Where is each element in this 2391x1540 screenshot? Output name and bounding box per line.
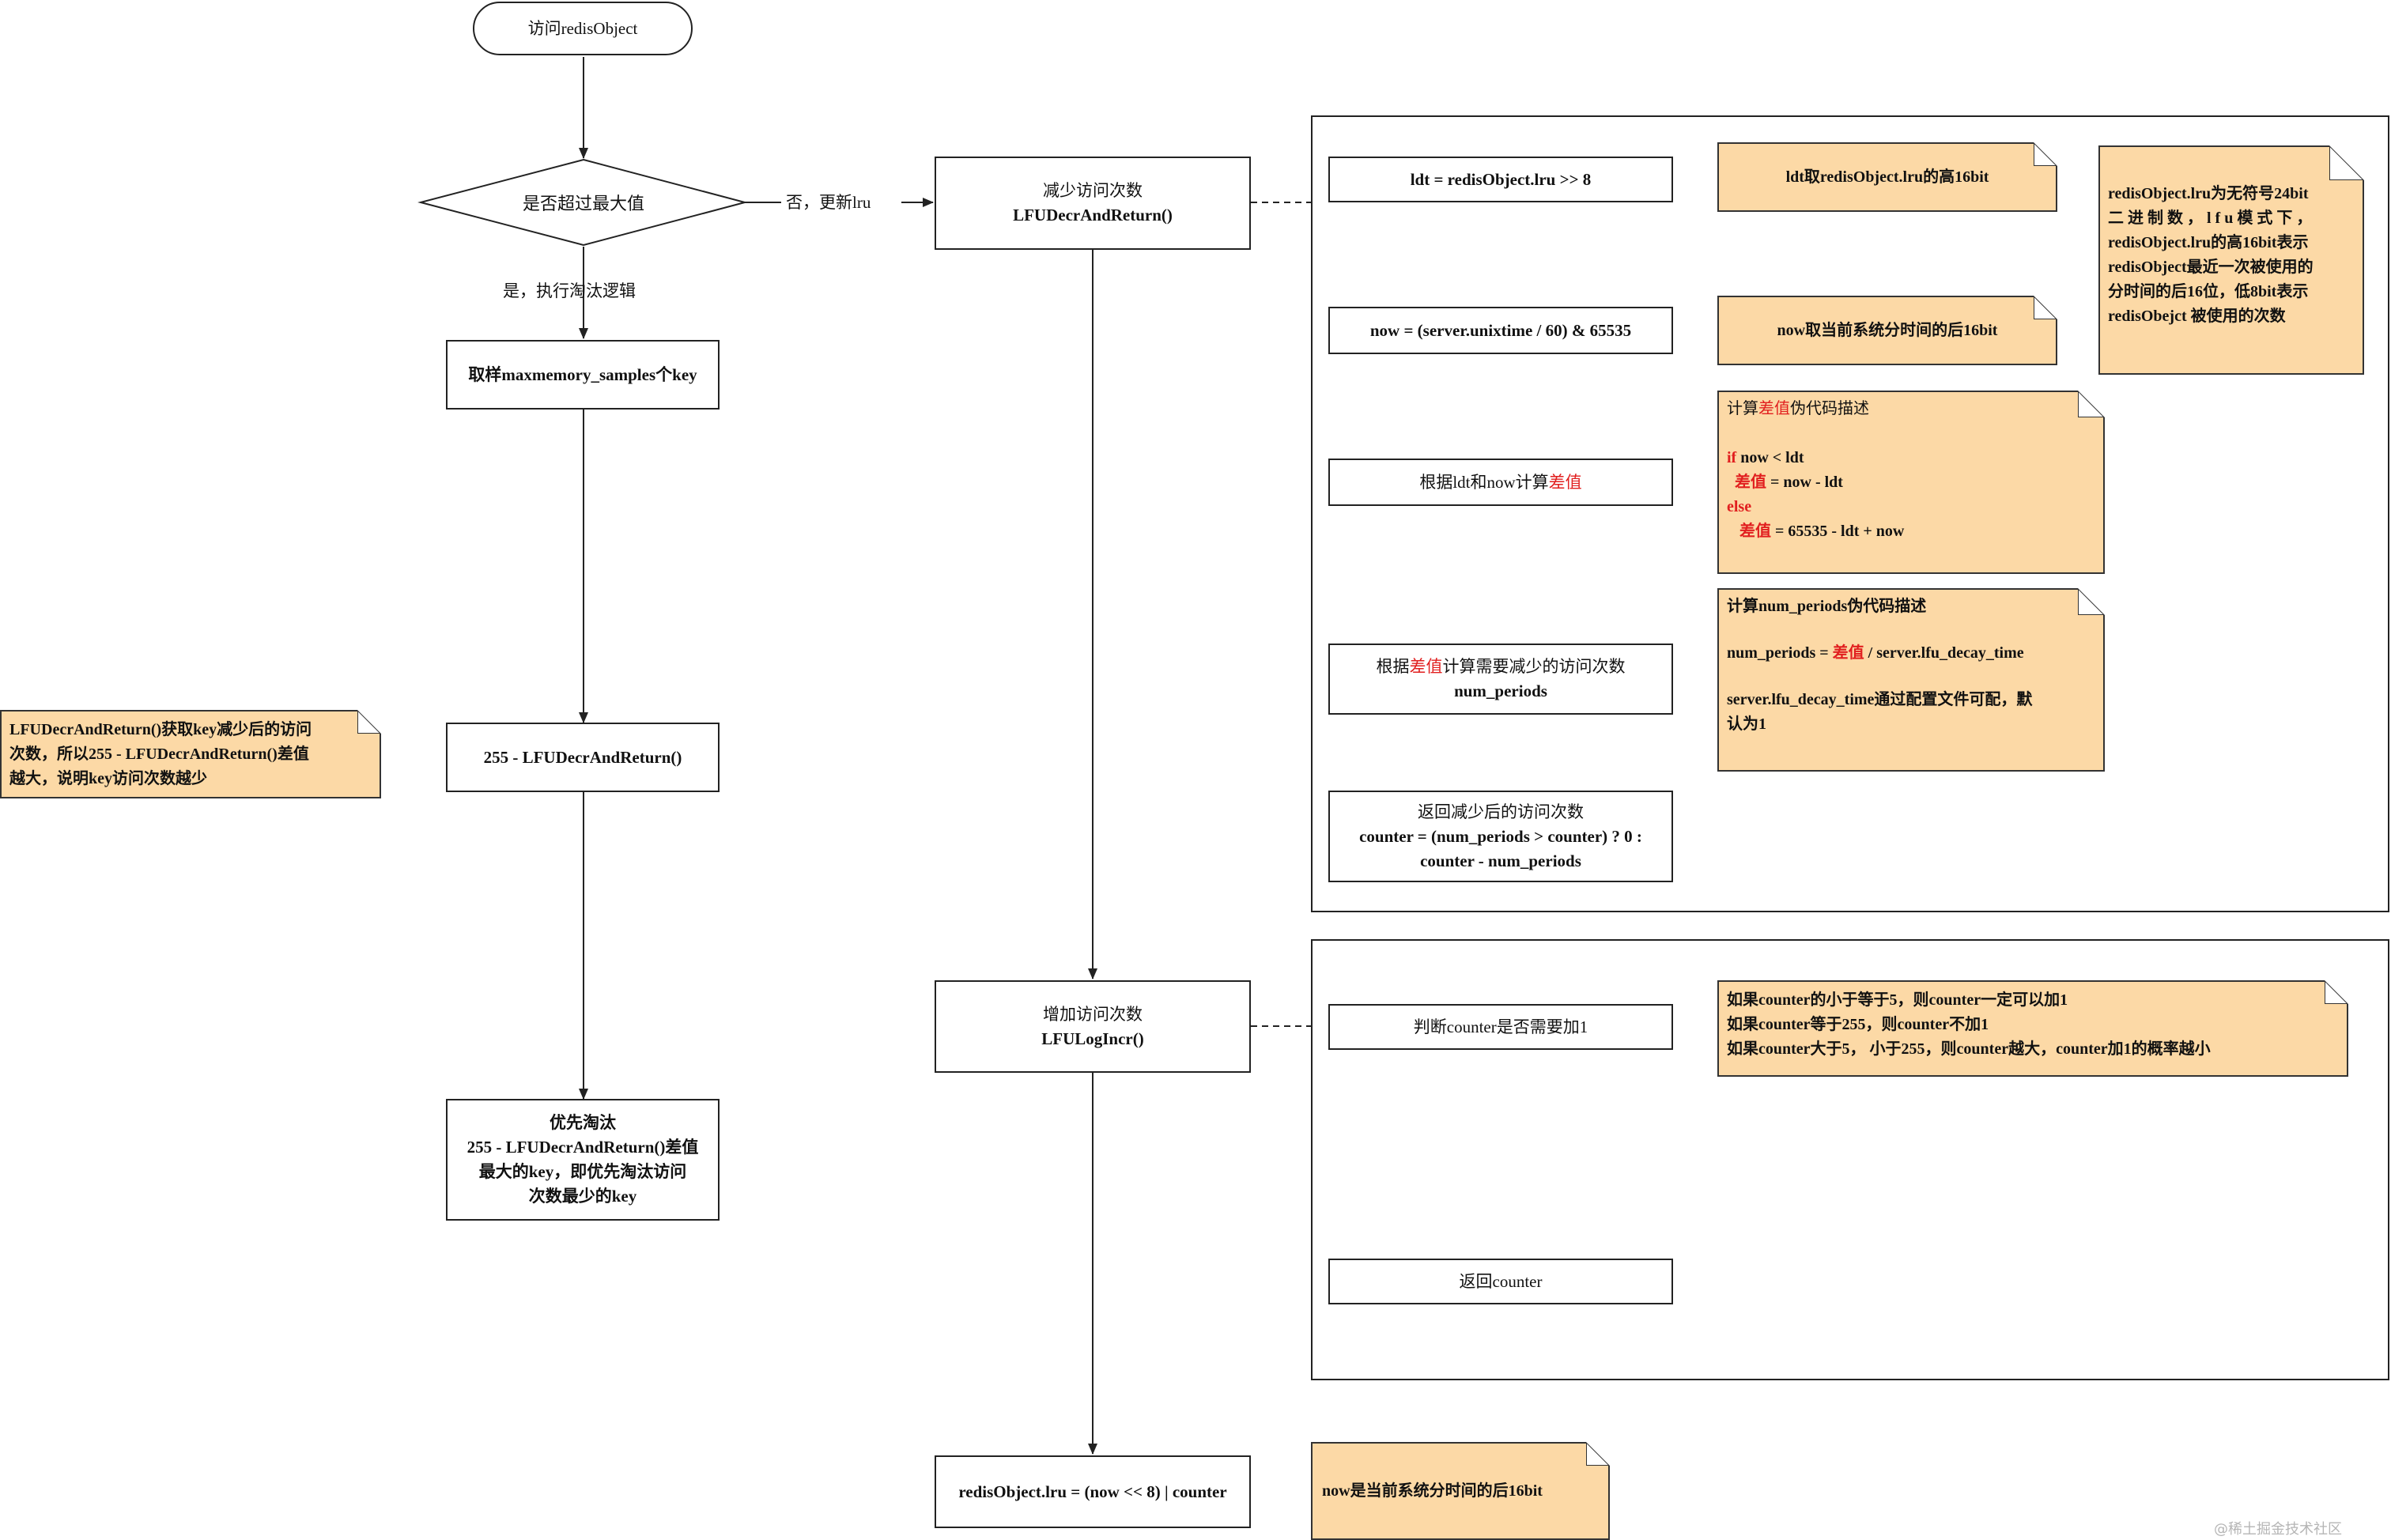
lru-note-line-6: redisObejct 被使用的次数 (2108, 308, 2286, 325)
periods-red: 差值 (1409, 657, 1443, 676)
note-fold-icon (2329, 145, 2364, 180)
diff-note-line-2: 差值 = 65535 - ldt + now (1727, 519, 2095, 544)
periods-note-l1-post: / server.lfu_decay_time (1864, 644, 2024, 662)
diff-step: 根据ldt和now计算差值 (1328, 459, 1673, 506)
ldt-note: ldt取redisObject.lru的高16bit (1717, 142, 2057, 212)
compute-255-label: 255 - LFUDecrAndReturn() (483, 747, 682, 767)
return-counter-label: 返回counter (1459, 1271, 1543, 1291)
diff-note-l2-post: = 65535 - ldt + now (1771, 523, 1905, 540)
yes-branch-label: 是，执行淘汰逻辑 (503, 281, 636, 300)
note-fold-icon (2034, 142, 2057, 166)
diff-note-title: 计算差值伪代码描述 (1727, 397, 2095, 421)
no-branch-label: 否，更新lru (786, 193, 871, 212)
return-decr-line-3: counter - num_periods (1420, 851, 1581, 870)
lru-note: redisObject.lru为无符号24bit 二 进 制 数 ， l f u… (2098, 145, 2364, 375)
now-note-text: now取当前系统分时间的后16bit (1777, 321, 1998, 339)
left-note: LFUDecrAndReturn()获取key减少后的访问 次数，所以255 -… (0, 710, 381, 798)
incr-note: 如果counter的小于等于5，则counter一定可以加1 如果counter… (1717, 980, 2348, 1077)
periods-step-line-2: num_periods (1454, 681, 1547, 700)
final-node: redisObject.lru = (now << 8) | counter (935, 1455, 1251, 1528)
periods-note-line-3: 认为1 (1727, 715, 1766, 733)
evict-line-4: 次数最少的key (528, 1187, 637, 1206)
note-fold-icon (1586, 1442, 1610, 1466)
evict-node: 优先淘汰 255 - LFUDecrAndReturn()差值 最大的key，即… (446, 1099, 720, 1221)
diff-note-if: if now < ldt (1727, 446, 2095, 470)
periods-step-line-1: 根据差值计算需要减少的访问次数 (1377, 655, 1626, 679)
note-fold-icon (357, 710, 381, 734)
evict-line-2: 255 - LFUDecrAndReturn()差值 (466, 1138, 699, 1157)
lru-note-line-5: 分时间的后16位，低8bit表示 (2108, 283, 2309, 300)
decr-node: 减少访问次数 LFUDecrAndReturn() (935, 157, 1251, 250)
now-step: now = (server.unixtime / 60) & 65535 (1328, 307, 1673, 354)
note-fold-icon (2034, 296, 2057, 319)
diff-step-red: 差值 (1548, 472, 1582, 492)
lru-note-line-1: redisObject.lru为无符号24bit (2108, 185, 2309, 202)
periods-note-l1-pre: num_periods = (1727, 644, 1833, 662)
diff-note-title-post: 伪代码描述 (1790, 400, 1869, 417)
diff-note-else: else (1727, 495, 2095, 519)
return-decr-step: 返回减少后的访问次数 counter = (num_periods > coun… (1328, 791, 1673, 882)
start-label: 访问redisObject (527, 18, 638, 38)
periods-note-line-1: num_periods = 差值 / server.lfu_decay_time (1727, 641, 2095, 666)
decision-label: 是否超过最大值 (522, 194, 644, 213)
periods-post: 计算需要减少的访问次数 (1442, 657, 1626, 676)
incr-line-2: LFULogIncr() (1041, 1029, 1144, 1048)
return-decr-line-1: 返回减少后的访问次数 (1418, 802, 1584, 821)
diff-note-l2-red: 差值 (1739, 523, 1771, 540)
watermark: @稀土掘金技术社区 (2214, 1521, 2342, 1538)
diff-note-l1-red: 差值 (1735, 474, 1766, 491)
check-counter-step: 判断counter是否需要加1 (1328, 1004, 1673, 1050)
note-fold-icon (2078, 391, 2105, 417)
decision-diamond (417, 158, 748, 247)
lru-note-line-4: redisObject最近一次被使用的 (2108, 259, 2314, 276)
now-note: now取当前系统分时间的后16bit (1717, 296, 2057, 365)
decr-line-2: LFUDecrAndReturn() (1013, 206, 1173, 225)
note-fold-icon (2325, 980, 2348, 1004)
diff-note-l1-post: = now - ldt (1766, 474, 1843, 491)
incr-line-1: 增加访问次数 (1043, 1004, 1143, 1024)
lru-note-line-2: 二 进 制 数 ， l f u 模 式 下 ， (2108, 209, 2313, 227)
evict-line-1: 优先淘汰 (550, 1113, 616, 1132)
evict-line-3: 最大的key，即优先淘汰访问 (478, 1162, 687, 1181)
periods-note-line-2: server.lfu_decay_time通过配置文件可配，默 (1727, 691, 2033, 708)
note-fold-icon (2078, 588, 2105, 615)
lru-note-line-3: redisObject.lru的高16bit表示 (2108, 234, 2309, 251)
incr-note-line-3: 如果counter大于5， 小于255，则counter越大，counter加1… (1727, 1040, 2211, 1058)
return-counter-step: 返回counter (1328, 1259, 1673, 1304)
diff-note: 计算差值伪代码描述 if now < ldt 差值 = now - ldt el… (1717, 391, 2105, 574)
start-node: 访问redisObject (473, 2, 693, 55)
sample-node: 取样maxmemory_samples个key (446, 340, 720, 410)
periods-note-l1-red: 差值 (1832, 644, 1864, 662)
diff-note-title-red: 差值 (1758, 400, 1790, 417)
return-decr-line-2: counter = (num_periods > counter) ? 0 : (1359, 826, 1642, 846)
left-note-line-2: 次数，所以255 - LFUDecrAndReturn()差值 (9, 745, 309, 763)
else-keyword: else (1727, 498, 1752, 515)
compute-255-node: 255 - LFUDecrAndReturn() (446, 723, 720, 792)
final-label: redisObject.lru = (now << 8) | counter (958, 1481, 1227, 1501)
check-counter-label: 判断counter是否需要加1 (1413, 1017, 1588, 1036)
final-note: now是当前系统分时间的后16bit (1311, 1442, 1610, 1540)
ldt-step: ldt = redisObject.lru >> 8 (1328, 157, 1673, 202)
left-note-line-3: 越大，说明key访问次数越少 (9, 770, 207, 787)
diff-step-label: 根据ldt和now计算差值 (1419, 470, 1581, 495)
diff-step-pre: 根据ldt和now计算 (1419, 472, 1549, 492)
final-note-text: now是当前系统分时间的后16bit (1322, 1481, 1543, 1500)
periods-note: 计算num_periods伪代码描述 num_periods = 差值 / se… (1717, 588, 2105, 772)
periods-step: 根据差值计算需要减少的访问次数 num_periods (1328, 644, 1673, 715)
ldt-note-text: ldt取redisObject.lru的高16bit (1785, 168, 1989, 186)
now-step-label: now = (server.unixtime / 60) & 65535 (1369, 320, 1632, 340)
periods-pre: 根据 (1376, 657, 1410, 676)
incr-node: 增加访问次数 LFULogIncr() (935, 980, 1251, 1073)
if-condition: now < ldt (1736, 449, 1804, 466)
if-keyword: if (1727, 449, 1737, 466)
decr-line-1: 减少访问次数 (1043, 181, 1143, 200)
left-note-line-1: LFUDecrAndReturn()获取key减少后的访问 (9, 721, 312, 738)
sample-label: 取样maxmemory_samples个key (468, 364, 697, 384)
periods-note-title: 计算num_periods伪代码描述 (1727, 598, 1927, 615)
diff-note-title-pre: 计算 (1727, 400, 1758, 417)
incr-note-line-2: 如果counter等于255，则counter不加1 (1727, 1016, 1989, 1033)
diff-note-line-1: 差值 = now - ldt (1727, 470, 2095, 495)
ldt-step-label: ldt = redisObject.lru >> 8 (1410, 169, 1592, 189)
incr-note-line-1: 如果counter的小于等于5，则counter一定可以加1 (1727, 991, 2068, 1009)
